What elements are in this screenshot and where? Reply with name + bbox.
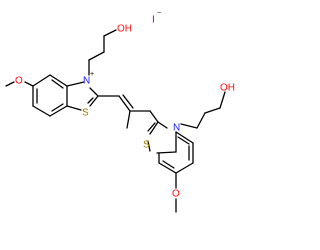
bond <box>175 162 194 174</box>
bond <box>147 122 156 132</box>
bond <box>32 105 51 117</box>
bond <box>157 121 168 129</box>
sulfur-bottom-label: S <box>143 140 150 151</box>
nitrogen-bottom-label: N <box>173 123 180 134</box>
bond <box>219 91 226 109</box>
bond <box>89 95 99 107</box>
upper-benzothiazolium <box>5 29 117 117</box>
bond <box>162 160 175 169</box>
hydroxyl-top-label: OH <box>117 24 132 35</box>
bond <box>147 140 151 152</box>
methine-bridge <box>97 94 159 129</box>
lower-benzothiazoline <box>147 91 226 213</box>
oxygen-methoxy-top-label: O <box>15 76 23 87</box>
bond <box>66 81 85 87</box>
bond <box>88 51 105 61</box>
bond <box>49 105 68 117</box>
bond <box>5 81 15 87</box>
nitrogen-top-charge: + <box>90 71 94 78</box>
bond <box>204 107 221 114</box>
bond <box>103 29 117 37</box>
bond <box>156 151 177 154</box>
bond <box>177 136 190 145</box>
bond <box>122 94 134 109</box>
bond <box>51 103 64 112</box>
bond <box>32 74 51 87</box>
bond <box>175 131 194 144</box>
iodide-charge: − <box>157 10 161 17</box>
bond <box>118 95 131 112</box>
bond <box>158 162 177 174</box>
bond <box>89 87 99 97</box>
bond <box>126 110 131 129</box>
bond <box>51 79 64 89</box>
oxygen-methoxy-bottom-label: O <box>172 189 180 200</box>
nitrogen-top-label: N <box>83 76 90 87</box>
sulfur-top-label: S <box>82 108 89 119</box>
bond <box>87 97 94 104</box>
bond <box>24 81 34 87</box>
bond <box>66 105 82 111</box>
bond <box>180 123 198 129</box>
bond <box>49 74 68 87</box>
structure-diagram: I − N + S O OH <box>5 10 235 213</box>
bond <box>196 112 206 129</box>
iodide-label: I <box>152 15 155 26</box>
bond <box>149 110 159 123</box>
bond <box>149 121 159 135</box>
hydroxyl-bottom-label: OH <box>220 83 235 94</box>
